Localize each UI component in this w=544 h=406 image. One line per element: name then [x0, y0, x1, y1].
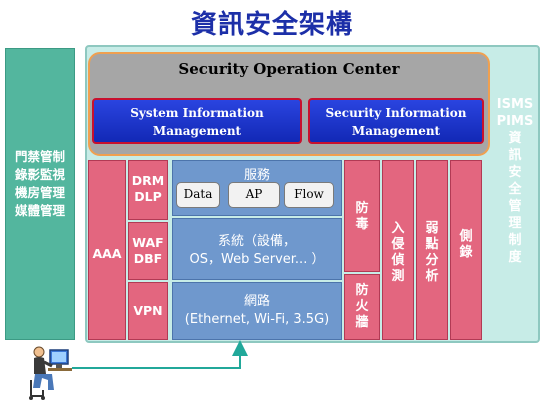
recording-label: 側錄: [459, 229, 473, 260]
sim-line-1: System Information: [130, 106, 264, 120]
firewall-box: 防火牆: [344, 274, 380, 340]
physical-security-bar: [5, 48, 75, 340]
aaa-label: AAA: [92, 246, 122, 261]
isms-line-2: PIMS: [496, 114, 534, 129]
vuln-label: 弱點分析: [425, 221, 439, 284]
system-line-1: 系統（設備，: [217, 234, 296, 249]
network-line-1: 網路: [243, 294, 270, 309]
sec-line-2: Management: [351, 124, 441, 138]
left-line-2: 錄影監視: [14, 167, 65, 182]
isms-line-8: 理: [508, 216, 522, 231]
ids-label: 入侵偵測: [391, 221, 405, 284]
isms-line-5: 安: [508, 165, 522, 180]
isms-line-4: 訊: [508, 148, 522, 163]
sec-line-1: Security Information: [325, 106, 467, 120]
network-block: 網路 (Ethernet, Wi-Fi, 3.5G): [172, 282, 342, 340]
vpn-box: VPN: [128, 282, 168, 340]
service-flow: Flow: [284, 182, 334, 208]
waf-line-1: WAF: [132, 235, 164, 250]
antivirus-box: 防毒: [344, 160, 380, 272]
sim-line-2: Management: [152, 124, 242, 138]
network-line-2: (Ethernet, Wi-Fi, 3.5G): [184, 312, 330, 327]
aaa-column: [88, 160, 126, 340]
sim-box: System Information Management: [92, 98, 302, 144]
isms-line-7: 管: [508, 199, 522, 214]
isms-line-10: 度: [508, 250, 522, 265]
service-title: 服務: [243, 168, 270, 183]
waf-box: WAF DBF: [128, 222, 168, 280]
firewall-label: 防火牆: [355, 283, 369, 330]
isms-line-3: 資: [508, 131, 522, 146]
sec-box: Security Information Management: [308, 98, 484, 144]
physical-security-label: 門禁管制 錄影監視 機房管理 媒體管理: [5, 148, 75, 220]
service-ap: AP: [228, 182, 280, 208]
waf-line-2: DBF: [133, 251, 163, 266]
drm-line-2: DLP: [134, 189, 162, 204]
vuln-column: 弱點分析: [416, 160, 448, 340]
system-block: 系統（設備， OS，Web Server... ）: [172, 218, 342, 280]
page-title: 資訊安全架構: [190, 10, 353, 40]
isms-label: ISMS PIMS 資 訊 安 全 管 理 制 度: [490, 96, 540, 266]
ids-column: 入侵偵測: [382, 160, 414, 340]
system-line-2: OS，Web Server... ）: [189, 252, 325, 267]
drm-line-1: DRM: [131, 173, 165, 188]
soc-title: Security Operation Center: [178, 60, 400, 78]
recording-column: 側錄: [450, 160, 482, 340]
isms-line-1: ISMS: [496, 97, 534, 112]
left-line-1: 門禁管制: [14, 149, 65, 164]
left-line-4: 媒體管理: [14, 203, 65, 218]
isms-line-6: 全: [508, 182, 522, 197]
left-line-3: 機房管理: [14, 185, 65, 200]
vpn-label: VPN: [133, 303, 163, 318]
service-data: Data: [176, 182, 220, 208]
isms-line-9: 制: [508, 233, 522, 248]
user-at-computer-icon: [29, 346, 72, 400]
drm-box: DRM DLP: [128, 160, 168, 220]
antivirus-label: 防毒: [355, 201, 369, 232]
